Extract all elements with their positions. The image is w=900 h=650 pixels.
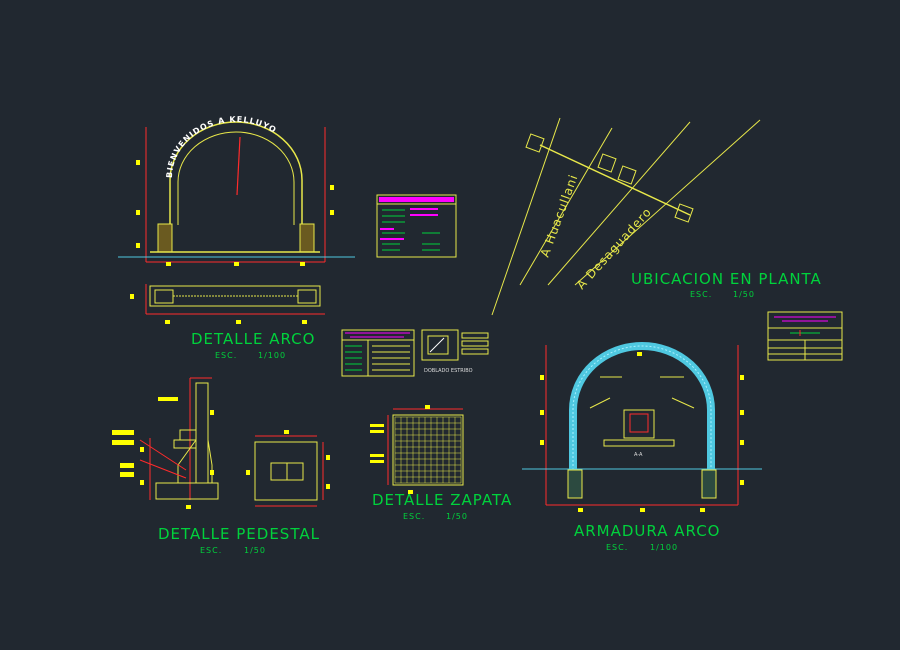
road-label-huacullani: A Huacullani — [538, 172, 581, 259]
arch-elevation — [118, 121, 355, 266]
arch-reinforcement — [522, 342, 762, 512]
pedestal-scale: 1/50 — [244, 546, 266, 555]
pedestal-title: DETALLE PEDESTAL — [158, 525, 320, 543]
specifications-table — [376, 194, 457, 258]
ubicacion-scale: 1/50 — [733, 290, 755, 299]
arco-title: DETALLE ARCO — [191, 330, 315, 348]
arch-plan — [130, 284, 325, 324]
footing-plan — [370, 405, 464, 494]
stirrup-detail — [421, 329, 489, 361]
armadura-scale: 1/100 — [650, 543, 678, 552]
armadura-title: ARMADURA ARCO — [574, 522, 720, 540]
zapata-scale-label: ESC. — [403, 512, 425, 521]
section-a-a-label: A-A — [634, 452, 643, 458]
rebar-legend-table — [341, 329, 415, 377]
location-plan — [491, 117, 761, 316]
zapata-title: DETALLE ZAPATA — [372, 491, 512, 509]
pedestal-section — [112, 377, 219, 509]
zapata-scale: 1/50 — [446, 512, 468, 521]
arco-scale-label: ESC. — [215, 351, 237, 360]
ubicacion-title: UBICACION EN PLANTA — [631, 270, 822, 288]
arco-scale: 1/100 — [258, 351, 286, 360]
rebar-table — [767, 311, 843, 361]
pedestal-scale-label: ESC. — [200, 546, 222, 555]
armadura-scale-label: ESC. — [606, 543, 628, 552]
stirrup-label: DOBLADO ESTRIBO — [424, 368, 473, 374]
pedestal-plan — [246, 430, 330, 507]
arch-banner-text: BIENVENIDOS A KELLUYO — [165, 115, 278, 178]
ubicacion-scale-label: ESC. — [690, 290, 712, 299]
